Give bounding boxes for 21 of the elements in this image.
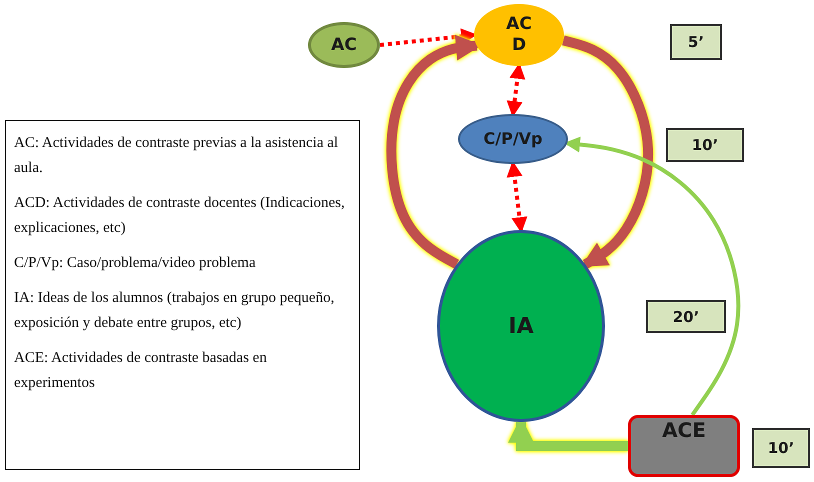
legend-text: ACD: Actividades de contraste docentes (Indicaciones, explicaciones, etc) [14, 194, 346, 238]
node-label: AC [331, 35, 357, 55]
node-label: 20’ [672, 308, 700, 326]
legend-text: ACE: Actividades de contraste basadas en experimentos [14, 349, 268, 393]
node-label: ACD [506, 14, 532, 56]
process-box [628, 415, 740, 477]
node-label: 10’ [692, 136, 718, 154]
legend-text: IA: Ideas de los alumnos (trabajos en grupo pequeño, exposición y debate entre grupos, etc) [14, 289, 336, 333]
node-label: ACE [662, 418, 706, 442]
time-box [646, 300, 726, 333]
curved-arrow [562, 36, 654, 269]
node-label: IA [508, 314, 534, 338]
legend-text: C/P/Vp: Caso/problema/video problema [14, 254, 256, 273]
time-box [752, 428, 810, 468]
node-label: 10’ [768, 439, 794, 457]
node-label: C/P/Vp [482, 129, 544, 149]
node-label: 5’ [688, 33, 704, 51]
time-box [666, 128, 744, 162]
legend-box [5, 120, 360, 470]
legend-text: AC: Actividades de contraste previas a la asistencia al aula. [14, 134, 340, 178]
time-box [670, 24, 722, 60]
